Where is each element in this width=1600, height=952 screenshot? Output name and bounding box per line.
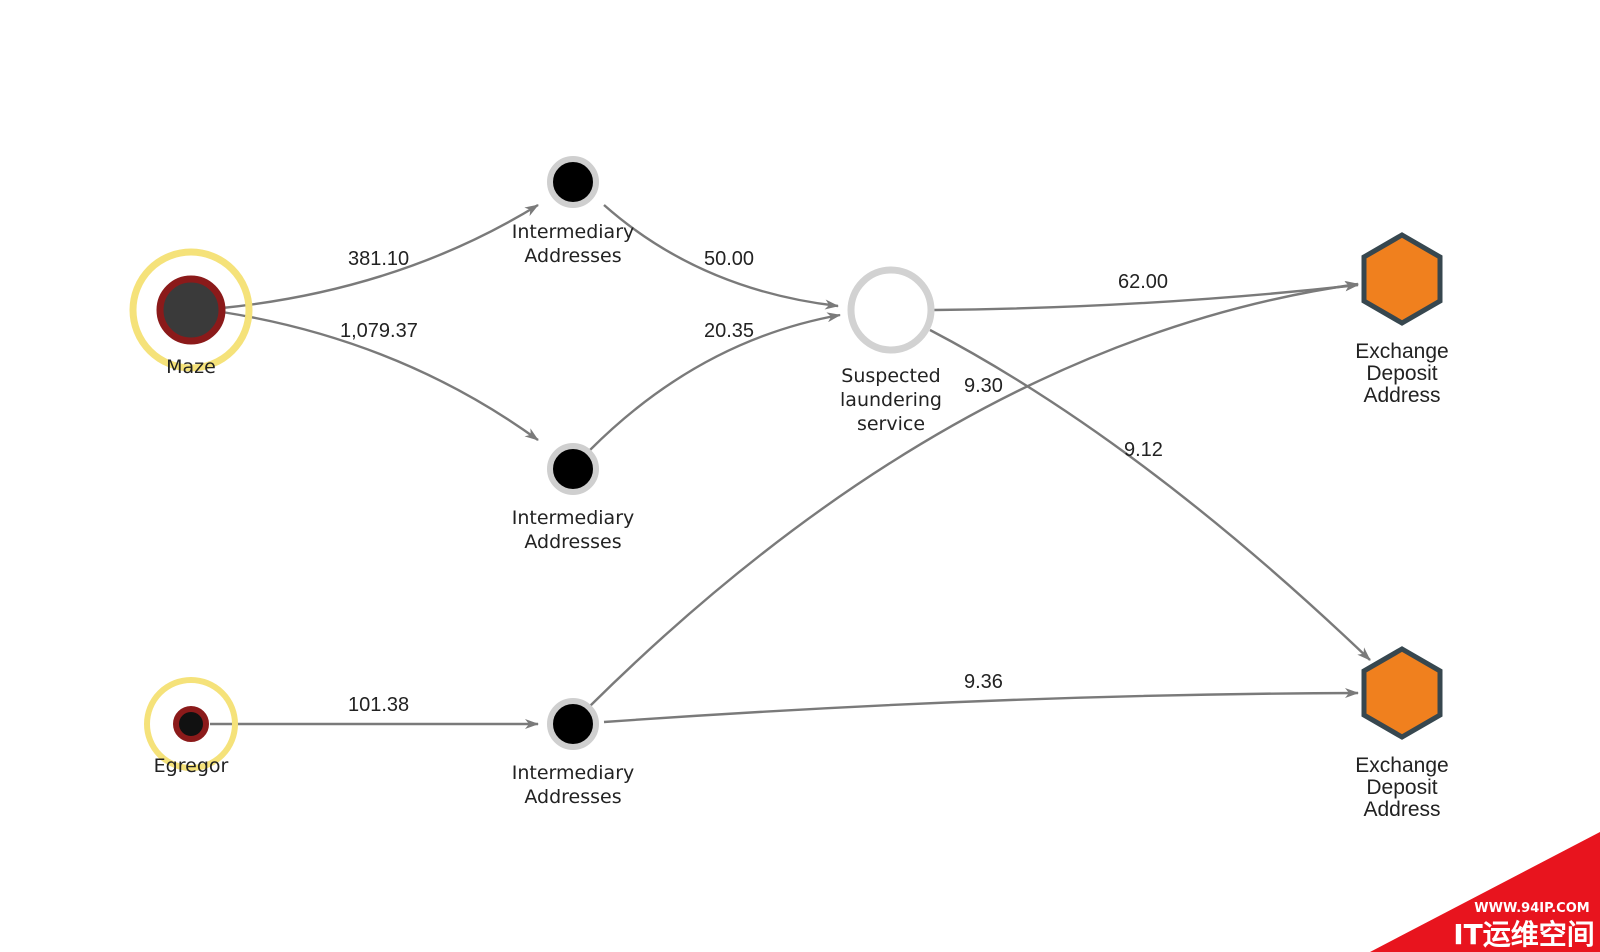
node-exchange-bottom[interactable]: Exchange Deposit Address: [1355, 646, 1449, 821]
node-laundering-service[interactable]: Suspected laundering service: [840, 266, 942, 435]
egregor-node-circle: [173, 706, 209, 742]
laundering-service-label-line2: laundering: [840, 389, 942, 411]
node-maze[interactable]: Maze: [129, 248, 253, 378]
edge-label-egregor-to-intermediary-bottom: 101.38: [348, 694, 409, 716]
edge-intermediary-bottom-to-exchange-bottom: [603, 688, 1359, 724]
laundering-service-label-line3: service: [857, 413, 925, 435]
exchange-bottom-label-line3: Address: [1363, 798, 1440, 821]
exchange-bottom-hexagon: [1361, 646, 1443, 740]
maze-node-circle: [156, 275, 226, 345]
edge-label-laundering-to-exchange-bottom: 9.12: [1124, 439, 1163, 461]
exchange-top-label-line2: Deposit: [1366, 362, 1437, 385]
maze-highlight-ring: [129, 248, 253, 372]
watermark-url: WWW.94IP.COM: [1474, 901, 1589, 916]
edge-laundering-to-exchange-bottom: [929, 328, 1371, 661]
egregor-label: Egregor: [154, 755, 229, 777]
edge-label-maze-to-intermediary-top: 381.10: [348, 248, 409, 270]
intermediary-bottom-label-line1: Intermediary: [512, 762, 635, 784]
intermediary-bottom-label-line2: Addresses: [524, 786, 621, 808]
edge-label-intermediary-bottom-to-exchange-top: 9.30: [964, 375, 1003, 397]
watermark: WWW.94IP.COM IT运维空间: [1370, 832, 1600, 952]
exchange-bottom-label-line2: Deposit: [1366, 776, 1437, 799]
node-exchange-top[interactable]: Exchange Deposit Address: [1355, 232, 1449, 407]
edge-label-maze-to-intermediary-mid: 1,079.37: [340, 320, 418, 342]
node-intermediary-bottom[interactable]: Intermediary Addresses: [512, 698, 635, 808]
node-intermediary-top[interactable]: Intermediary Addresses: [512, 156, 635, 267]
edge-label-intermediary-mid-to-laundering: 20.35: [704, 320, 754, 342]
intermediary-mid-label-line2: Addresses: [524, 531, 621, 553]
maze-label: Maze: [166, 356, 216, 378]
exchange-bottom-label-line1: Exchange: [1355, 754, 1448, 777]
edge-laundering-to-exchange-top: [933, 281, 1359, 312]
intermediary-top-circle: [547, 156, 599, 208]
watermark-red-triangle: [1370, 832, 1600, 952]
intermediary-mid-label-line1: Intermediary: [512, 507, 635, 529]
edge-label-intermediary-top-to-laundering: 50.00: [704, 248, 754, 270]
exchange-top-label-line1: Exchange: [1355, 340, 1448, 363]
intermediary-top-label-line2: Addresses: [524, 245, 621, 267]
edge-label-laundering-to-exchange-top: 62.00: [1118, 271, 1168, 293]
edge-intermediary-bottom-to-exchange-top: [589, 280, 1359, 707]
edge-intermediary-top-to-laundering: [603, 204, 839, 310]
egregor-highlight-ring: [144, 677, 238, 771]
edge-maze-to-intermediary-mid: [221, 310, 539, 441]
node-intermediary-mid[interactable]: Intermediary Addresses: [512, 443, 635, 553]
intermediary-mid-circle: [547, 443, 599, 495]
exchange-top-hexagon: [1361, 232, 1443, 326]
edge-maze-to-intermediary-top: [221, 203, 539, 310]
edge-label-intermediary-bottom-to-exchange-bottom: 9.36: [964, 671, 1003, 693]
node-egregor[interactable]: Egregor: [144, 677, 238, 777]
intermediary-bottom-circle: [547, 698, 599, 750]
laundering-service-circle: [847, 266, 935, 354]
edge-intermediary-mid-to-laundering: [589, 312, 841, 451]
intermediary-top-label-line1: Intermediary: [512, 221, 635, 243]
exchange-top-label-line3: Address: [1363, 384, 1440, 407]
watermark-brand: IT运维空间: [1453, 918, 1595, 951]
laundering-service-label-line1: Suspected: [841, 365, 940, 387]
